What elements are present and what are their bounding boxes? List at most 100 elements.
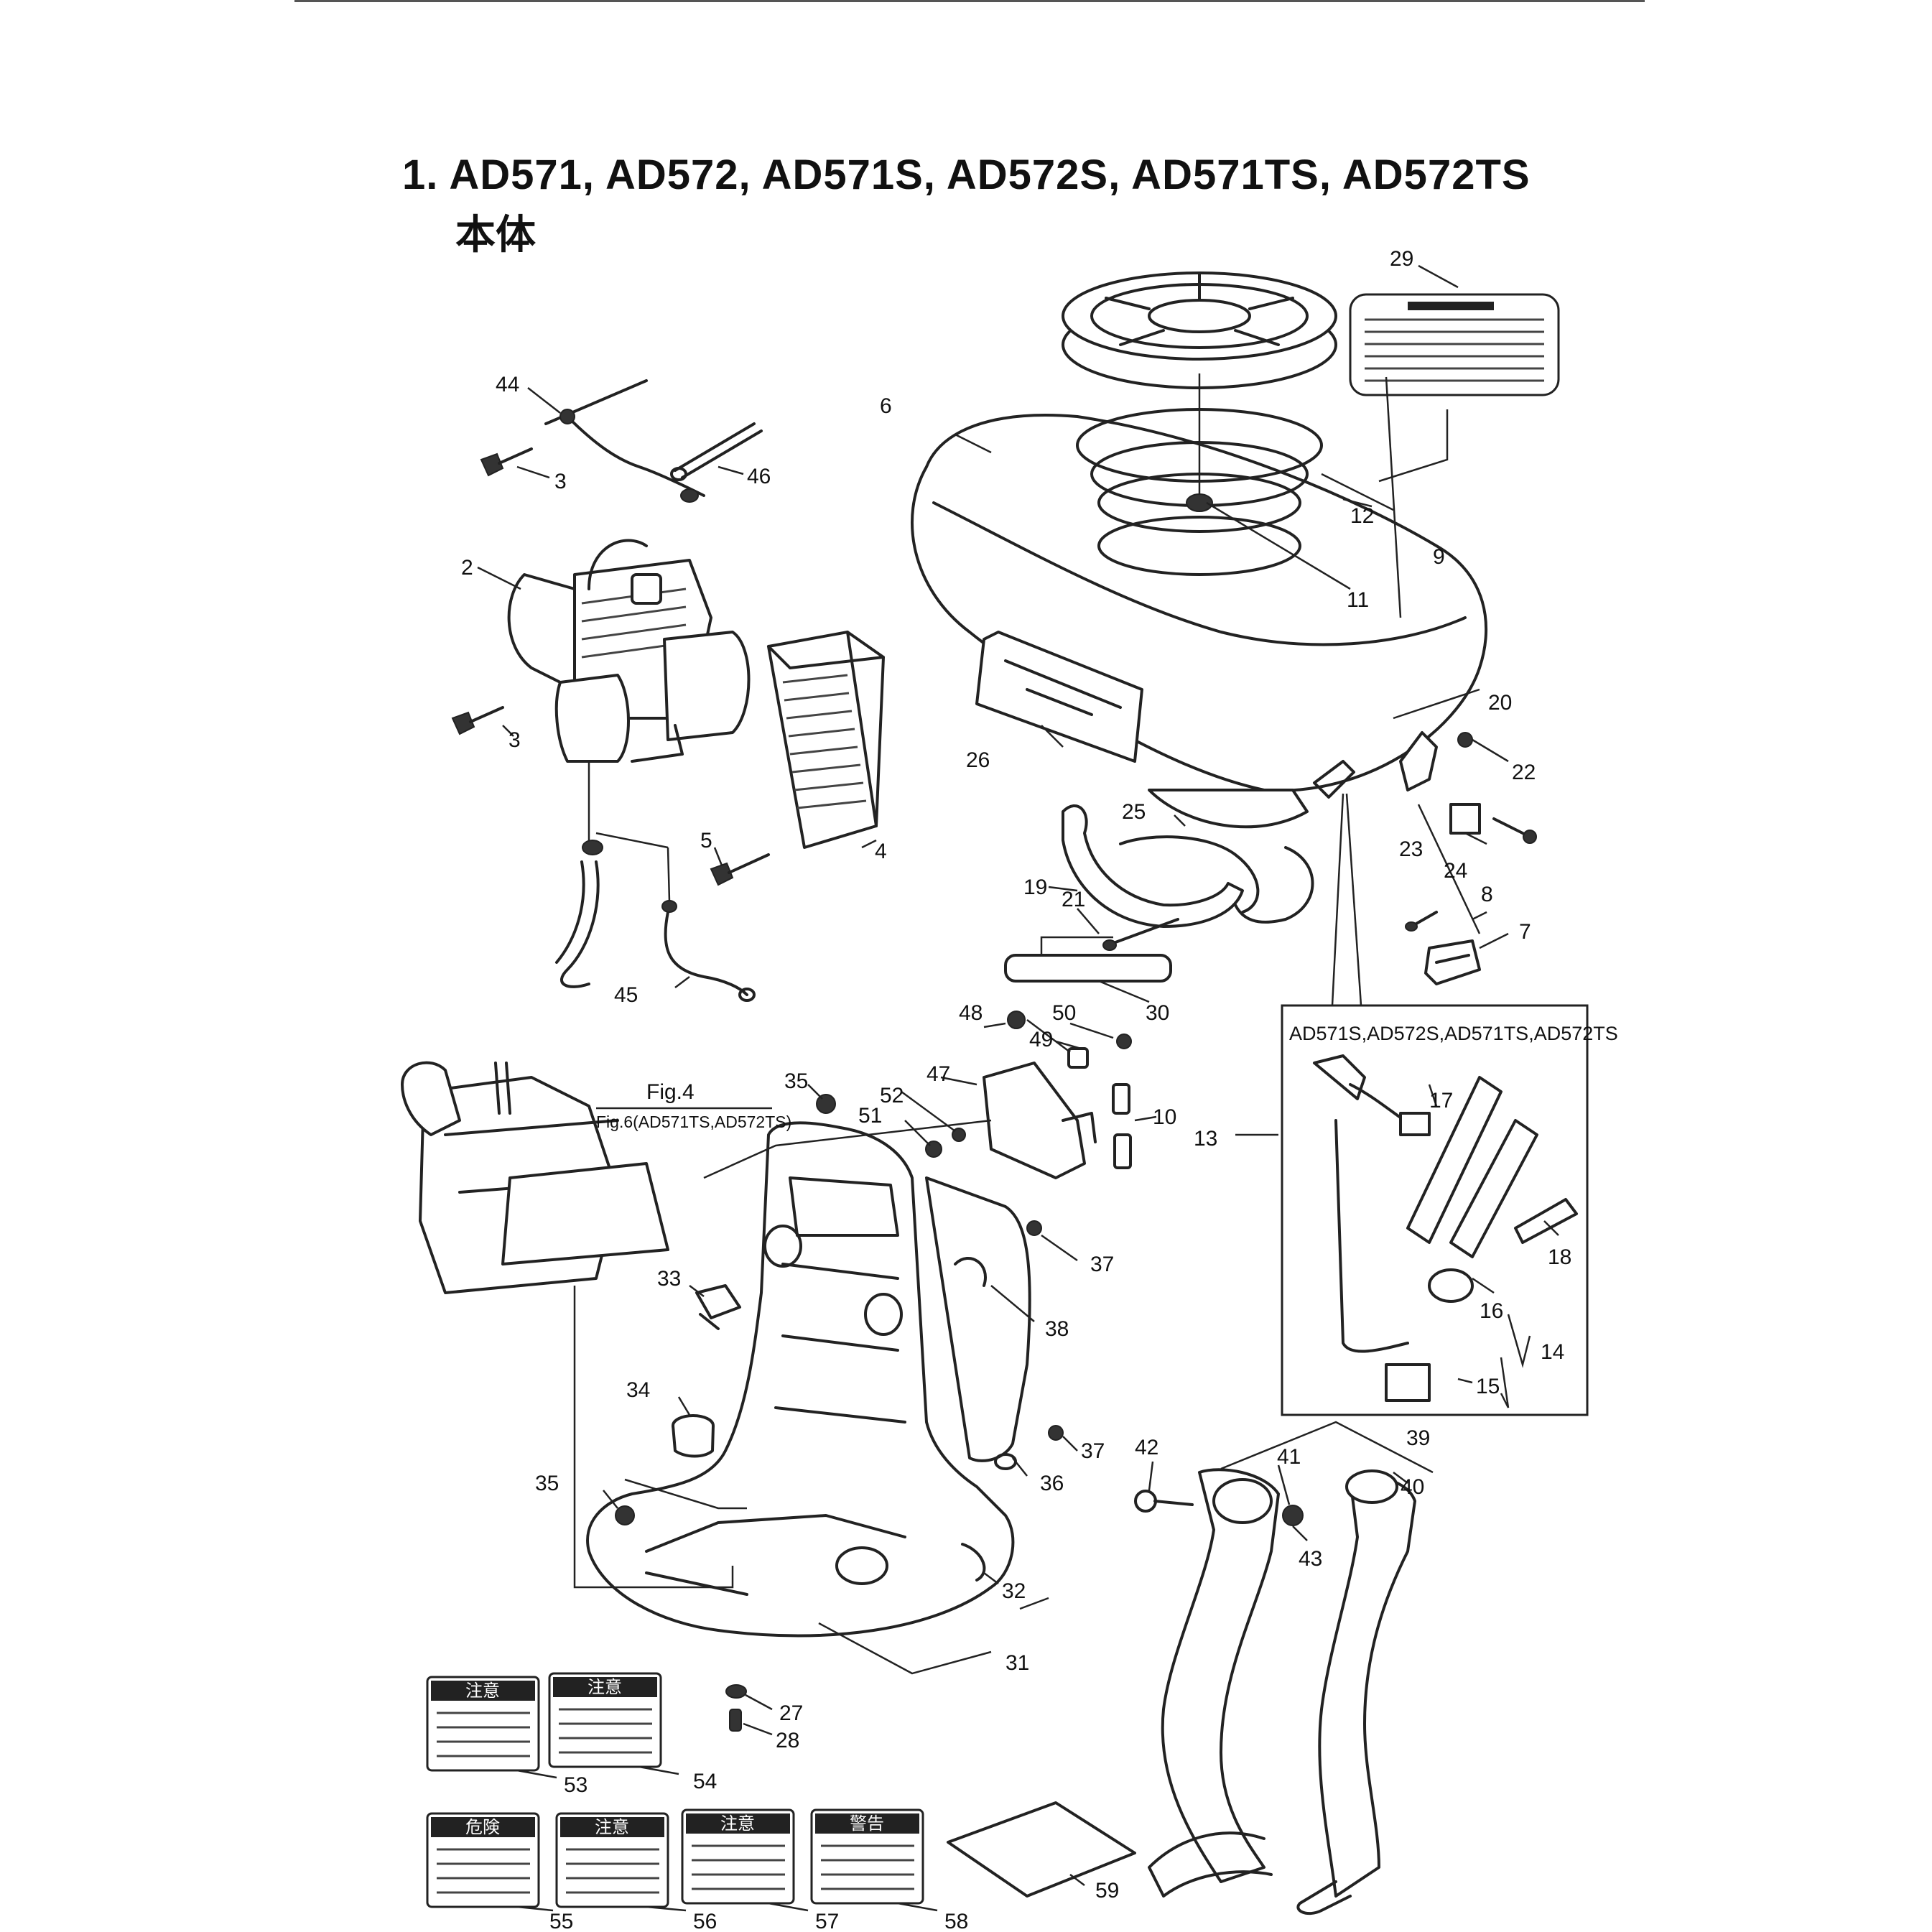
tank-part-6 — [911, 414, 1488, 829]
fig-ref-6: Fig.6(AD571TS,AD572TS) — [596, 1113, 791, 1131]
label-7: 7 — [1519, 920, 1531, 944]
label-25: 25 — [1122, 800, 1146, 824]
belt-part-41 — [1148, 1468, 1280, 1898]
label-37-top: 37 — [1090, 1253, 1114, 1276]
label-52: 52 — [880, 1084, 904, 1107]
inset-title: AD571S,AD572S,AD571TS,AD572TS — [1289, 1023, 1618, 1044]
sticker-part-54 — [548, 1672, 662, 1768]
sticker-part-53 — [426, 1676, 540, 1772]
label-58: 58 — [944, 1910, 968, 1932]
bolt-part-33 — [695, 1284, 741, 1330]
label-59: 59 — [1095, 1879, 1119, 1903]
label-44: 44 — [496, 373, 519, 396]
manual-part-59 — [947, 1801, 1136, 1898]
top-rule — [294, 0, 1645, 2]
label-49: 49 — [1029, 1028, 1053, 1051]
fuel-tank-assembly — [401, 1061, 669, 1294]
label-3-top: 3 — [554, 470, 567, 493]
nut-part-43 — [1282, 1505, 1304, 1526]
label-54: 54 — [693, 1770, 717, 1793]
label-5: 5 — [700, 829, 712, 853]
label-3-mid: 3 — [508, 728, 521, 752]
screw-part-48 — [1007, 1011, 1026, 1029]
label-43: 43 — [1299, 1547, 1322, 1571]
bolt-part-3-top — [480, 447, 533, 477]
label-32: 32 — [1002, 1579, 1026, 1603]
washer-part-52 — [952, 1128, 966, 1142]
sticker-part-56 — [555, 1812, 669, 1908]
label-36: 36 — [1040, 1472, 1064, 1495]
label-2: 2 — [461, 556, 473, 580]
nut-part-22 — [1457, 732, 1473, 748]
control-box-part-47 — [983, 1062, 1097, 1179]
label-27: 27 — [779, 1701, 803, 1725]
knob-part-7 — [1424, 939, 1481, 985]
bolt-part-3-mid — [451, 706, 504, 735]
bolt-part-5 — [710, 853, 770, 886]
label-57: 57 — [815, 1910, 839, 1932]
label-15: 15 — [1476, 1375, 1500, 1398]
label-11: 11 — [1347, 588, 1369, 612]
inset-panel — [1281, 1004, 1589, 1416]
engine-part-2 — [507, 539, 751, 763]
label-18: 18 — [1548, 1245, 1571, 1269]
label-29: 29 — [1390, 247, 1413, 271]
label-37-bottom: 37 — [1081, 1439, 1105, 1463]
label-56: 56 — [693, 1910, 717, 1932]
fig-ref-4: Fig.4 — [646, 1080, 695, 1104]
washer-part-27 — [725, 1684, 747, 1699]
label-33: 33 — [657, 1267, 681, 1291]
label-48: 48 — [959, 1001, 983, 1025]
label-8: 8 — [1481, 883, 1493, 906]
cap-part-34 — [672, 1414, 715, 1458]
label-20: 20 — [1488, 691, 1512, 715]
label-35-top: 35 — [784, 1069, 808, 1093]
page-title: 1. AD571, AD572, AD571S, AD572S, AD571TS… — [402, 152, 1531, 198]
sticker-57-header: 注意 — [720, 1814, 755, 1834]
label-13: 13 — [1194, 1127, 1217, 1151]
clip-part-49 — [1067, 1047, 1089, 1069]
clamp-part-38 — [954, 1256, 987, 1287]
label-21: 21 — [1062, 888, 1085, 911]
label-34: 34 — [626, 1378, 650, 1402]
label-24: 24 — [1444, 859, 1467, 883]
screw-part-50 — [1116, 1034, 1132, 1049]
nut-part-35-bottom — [615, 1505, 635, 1525]
leader-lines — [477, 264, 1559, 1912]
warning-sticker-part-29 — [1349, 293, 1560, 396]
sticker-56-header: 注意 — [595, 1818, 629, 1837]
label-23: 23 — [1399, 837, 1423, 861]
nut-part-35-top — [816, 1094, 836, 1114]
label-9: 9 — [1433, 545, 1445, 569]
label-51: 51 — [858, 1104, 882, 1128]
shutter-part-19 — [1062, 804, 1314, 928]
sticker-53-header: 注意 — [465, 1681, 500, 1701]
label-28: 28 — [776, 1729, 799, 1752]
sticker-part-57 — [681, 1808, 795, 1905]
bolt-part-21 — [1102, 918, 1179, 951]
strainer-ring-part-12 — [1076, 373, 1323, 576]
label-14: 14 — [1541, 1340, 1564, 1364]
label-50: 50 — [1052, 1001, 1076, 1025]
label-46: 46 — [747, 465, 771, 488]
switch-part-10 — [1112, 1083, 1132, 1169]
tie-part-46 — [670, 422, 763, 481]
screw-part-24 — [1492, 817, 1537, 844]
label-17: 17 — [1429, 1089, 1453, 1113]
pin-part-32 — [961, 1543, 986, 1582]
label-31: 31 — [1006, 1651, 1029, 1675]
part-number-labels: 29 6 44 3 46 2 3 4 5 45 12 9 11 26 20 22… — [461, 247, 1571, 1932]
label-45: 45 — [614, 983, 638, 1007]
lid-part-9 — [1062, 271, 1337, 389]
label-26: 26 — [966, 748, 990, 772]
pin-part-8 — [1405, 911, 1438, 932]
bracket-part-23 — [1449, 803, 1481, 835]
screw-part-28 — [729, 1709, 742, 1732]
label-6: 6 — [880, 394, 892, 418]
label-35-bottom: 35 — [535, 1472, 559, 1495]
sticker-58-header: 警告 — [850, 1814, 884, 1834]
sticker-55-header: 危険 — [465, 1818, 500, 1837]
label-12: 12 — [1350, 504, 1374, 528]
belt-part-40 — [1296, 1469, 1416, 1915]
